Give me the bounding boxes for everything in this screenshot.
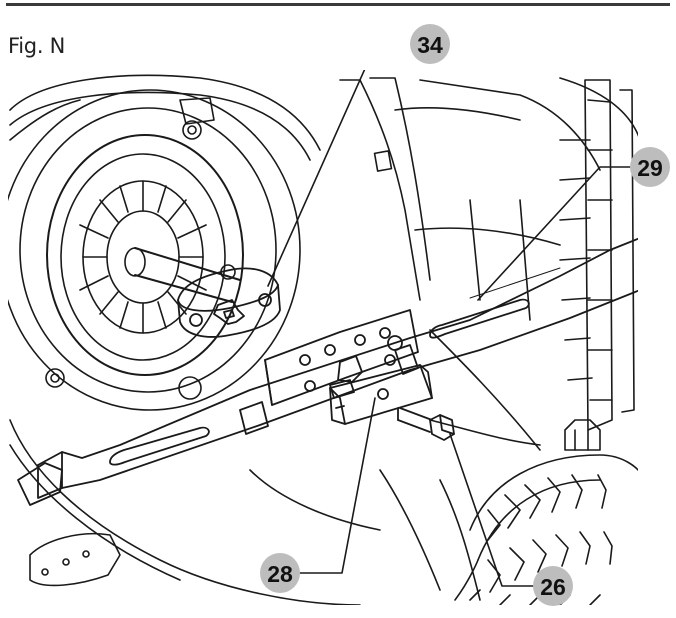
callout-28-label: 28 [267,561,293,587]
callout-29-label: 29 [637,155,663,181]
axle-shaft [124,247,241,303]
latch-piece [29,532,121,587]
callout-28: 28 [260,553,300,593]
callout-29: 29 [630,147,670,187]
bracket-28 [329,364,433,425]
top-rule [6,3,670,6]
figure-title: Fig. N [8,34,65,58]
leader-lines [267,70,634,587]
callout-34-label: 34 [417,32,443,58]
right-frame [339,77,638,601]
bolt-26 [397,407,455,441]
blade [17,237,638,506]
callout-26-label: 26 [540,574,566,600]
adapter-plate [264,309,419,406]
wheel-hub [8,89,301,411]
callout-34: 34 [410,24,450,64]
spindle-mount-34 [177,267,281,338]
callout-26: 26 [533,566,573,606]
front-wheel [454,419,638,605]
